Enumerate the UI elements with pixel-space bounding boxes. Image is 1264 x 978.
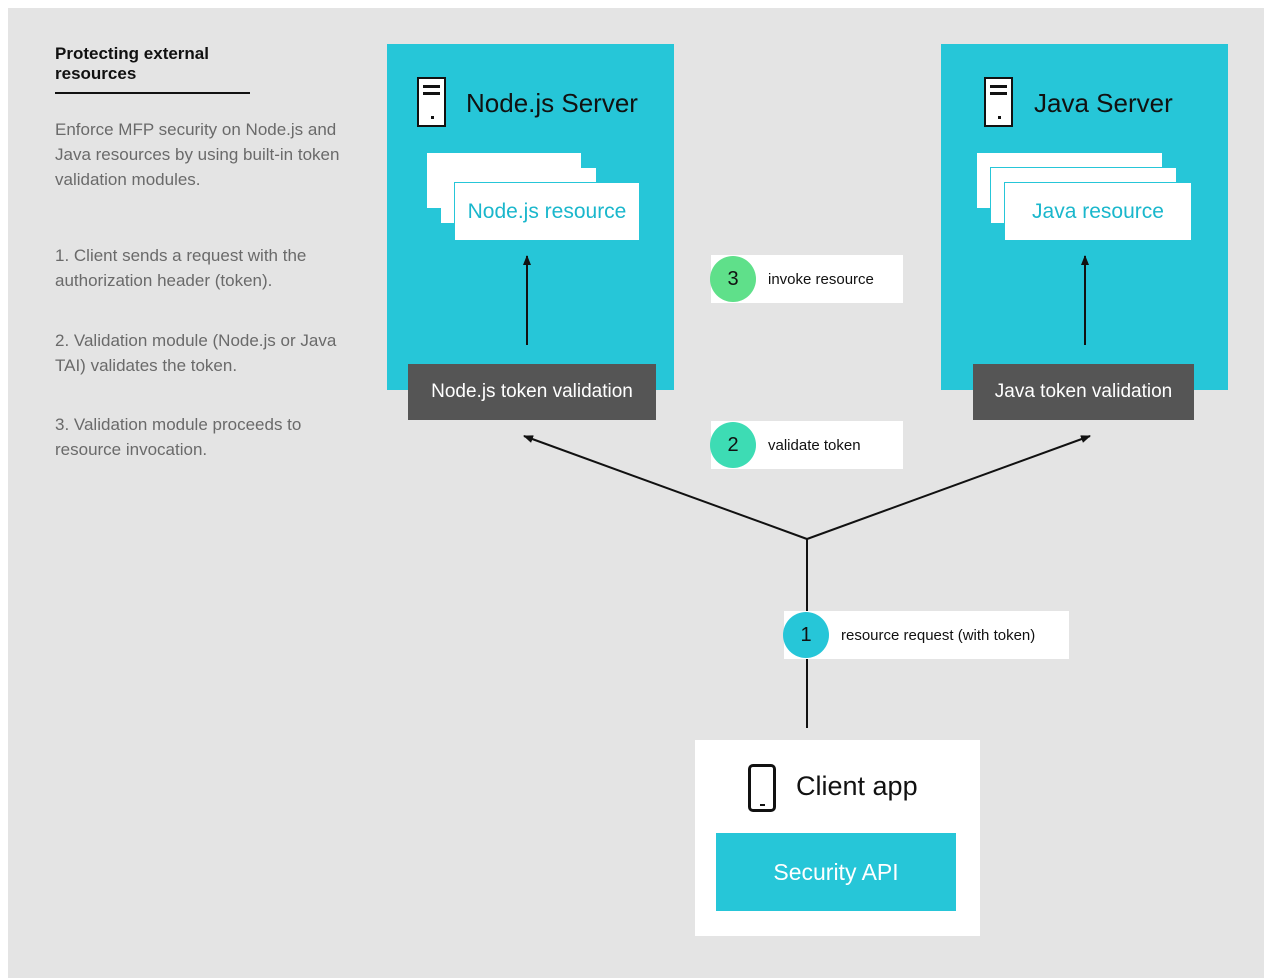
security-api-box: Security API bbox=[716, 833, 956, 911]
server-icon bbox=[417, 77, 446, 127]
java-resource-card: Java resource bbox=[1005, 183, 1191, 240]
sidebar-step-3: 3. Validation module proceeds to resourc… bbox=[55, 415, 302, 459]
sidebar-step-1: 1. Client sends a request with the autho… bbox=[55, 246, 307, 290]
sidebar-title: Protecting external resources bbox=[55, 44, 209, 83]
nodejs-server-title: Node.js Server bbox=[466, 88, 638, 118]
step-2-badge: 2 bbox=[710, 422, 756, 468]
step-1-label: resource request (with token) bbox=[784, 611, 1069, 659]
nodejs-validate-arrow bbox=[523, 435, 808, 540]
sidebar-step-2: 2. Validation module (Node.js or Java TA… bbox=[55, 331, 337, 375]
java-token-validation: Java token validation bbox=[973, 364, 1194, 420]
java-server-title: Java Server bbox=[1034, 88, 1173, 118]
nodejs-token-validation: Node.js token validation bbox=[408, 364, 656, 420]
sidebar-title-divider bbox=[55, 92, 250, 94]
server-icon bbox=[984, 77, 1013, 127]
sidebar-intro: Enforce MFP security on Node.js and Java… bbox=[55, 120, 340, 189]
nodejs-resource-card: Node.js resource bbox=[455, 183, 639, 240]
client-app-title: Client app bbox=[796, 771, 918, 801]
step-3-badge: 3 bbox=[710, 256, 756, 302]
mobile-phone-icon bbox=[748, 764, 776, 812]
java-validate-arrow bbox=[806, 435, 1091, 540]
step-1-badge: 1 bbox=[783, 612, 829, 658]
